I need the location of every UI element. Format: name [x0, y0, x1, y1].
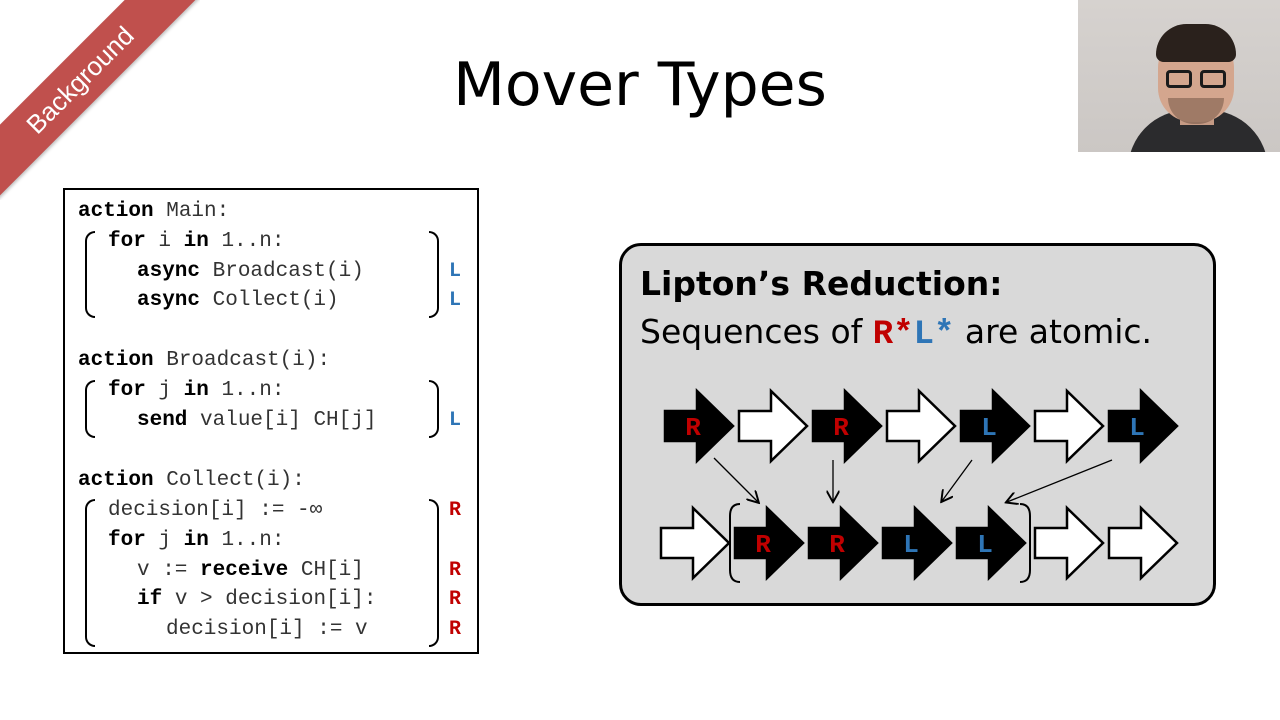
reorder-link-2 — [942, 459, 973, 501]
mover-label-broadcast-2: L — [449, 409, 462, 432]
top-row-arrow-label-0: R — [685, 413, 701, 443]
bottom-row-arrow-4 — [955, 505, 1027, 581]
reorder-links — [713, 457, 1113, 502]
presenter-webcam — [1078, 0, 1280, 152]
code-line-main-1: for i in 1..n: — [108, 230, 285, 253]
bottom-row-arrow-label-2: R — [829, 530, 845, 560]
mover-label-main-2: L — [449, 260, 462, 283]
top-row-arrow-6 — [1107, 388, 1179, 464]
top-row-arrow-label-6: L — [1129, 413, 1145, 443]
top-row-arrow-5 — [1033, 388, 1105, 464]
top-row-arrow-0 — [663, 388, 735, 464]
code-line-collect-header: action Collect(i): — [78, 469, 305, 492]
atomic-bracket-right — [1019, 503, 1031, 583]
code-panel: action Main: for i in 1..n: async Broadc… — [63, 188, 479, 654]
top-row-arrow-3 — [885, 388, 957, 464]
reduction-diagram: R R L L R R L L — [659, 388, 1179, 583]
code-line-main-3: async Collect(i) — [137, 289, 339, 312]
bottom-row-arrow-1 — [733, 505, 805, 581]
top-row-arrow-label-2: R — [833, 413, 849, 443]
lipton-subtitle: Sequences of R*L* are atomic. — [640, 312, 1153, 354]
bracket-right-collect — [429, 499, 439, 647]
bottom-row-arrow-label-4: L — [977, 530, 993, 560]
code-line-broadcast-2: send value[i] CH[j] — [137, 409, 377, 432]
code-line-collect-3: v := receive CH[i] — [137, 559, 364, 582]
bracket-left-broadcast — [85, 380, 95, 438]
mover-label-main-3: L — [449, 289, 462, 312]
bottom-row-arrow-2 — [807, 505, 879, 581]
bottom-row-arrow-5 — [1033, 505, 1105, 581]
mover-label-collect-3: R — [449, 559, 462, 582]
top-row-arrow-2 — [811, 388, 883, 464]
bracket-left-main — [85, 231, 95, 318]
lipton-reduction-panel: Lipton’s Reduction: Sequences of R*L* ar… — [619, 243, 1216, 606]
bottom-row-arrow-6 — [1107, 505, 1179, 581]
reorder-link-0 — [713, 457, 758, 502]
code-line-broadcast-header: action Broadcast(i): — [78, 349, 331, 372]
bracket-right-broadcast — [429, 380, 439, 438]
bottom-row-arrow-0 — [659, 505, 731, 581]
reorder-link-3 — [1007, 459, 1113, 502]
code-line-collect-2: for j in 1..n: — [108, 529, 285, 552]
bracket-right-main — [429, 231, 439, 318]
bottom-row-arrow-3 — [881, 505, 953, 581]
mover-label-collect-1: R — [449, 499, 462, 522]
bracket-left-collect — [85, 499, 95, 647]
top-row-arrow-label-4: L — [981, 413, 997, 443]
presenter-hair — [1156, 24, 1236, 62]
code-line-collect-5: decision[i] := v — [166, 618, 368, 641]
slide-title: Mover Types — [453, 50, 827, 120]
code-line-collect-1: decision[i] := -∞ — [108, 499, 323, 522]
code-line-main-2: async Broadcast(i) — [137, 260, 364, 283]
presenter-glasses — [1164, 70, 1230, 90]
bottom-row-arrow-label-1: R — [755, 530, 771, 560]
code-line-collect-4: if v > decision[i]: — [137, 588, 377, 611]
code-line-main-header: action Main: — [78, 200, 230, 223]
top-row-arrow-1 — [737, 388, 809, 464]
top-arrow-row: R R L L — [663, 388, 1179, 583]
bottom-row-arrow-label-3: L — [903, 530, 919, 560]
mover-label-collect-4: R — [449, 588, 462, 611]
lipton-title: Lipton’s Reduction: — [640, 264, 1003, 303]
mover-label-collect-5: R — [449, 618, 462, 641]
code-line-broadcast-1: for j in 1..n: — [108, 379, 285, 402]
top-row-arrow-4 — [959, 388, 1031, 464]
